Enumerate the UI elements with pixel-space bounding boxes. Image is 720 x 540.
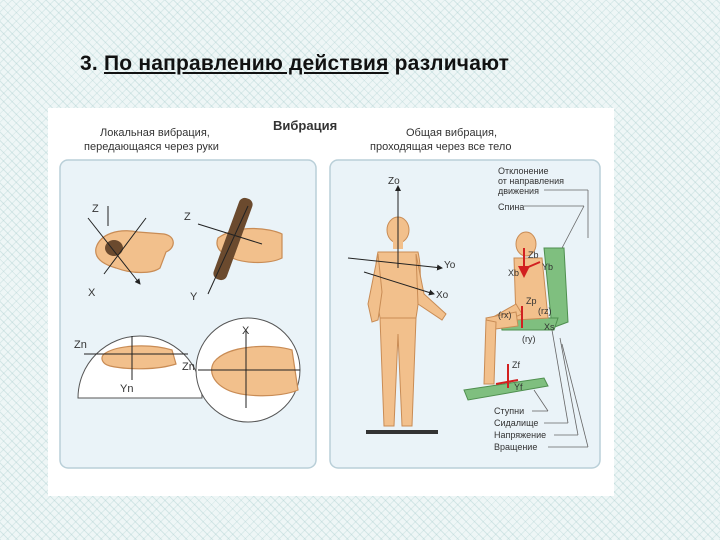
rot-rz: (rz) — [538, 306, 552, 316]
axis-yo: Yo — [444, 260, 456, 271]
axis-yf: Yf — [514, 382, 523, 392]
slide-number: 3. — [80, 52, 98, 75]
left-caption-2: передающаяся через руки — [84, 141, 219, 153]
figure-header: Вибрация — [273, 118, 337, 133]
callout-feet: Ступни — [494, 406, 524, 416]
axis-zp: Zp — [526, 296, 537, 306]
axis-zb: Zb — [528, 250, 539, 260]
axis-zf: Zf — [512, 360, 520, 370]
vibration-figure: Вибрация Локальная вибрация, передающаяс… — [48, 108, 614, 496]
hand-palm-circle-illustration — [195, 317, 301, 423]
title-rest: различают — [394, 52, 510, 75]
left-panel: Локальная вибрация, передающаяся через р… — [59, 127, 317, 469]
right-caption-1: Общая вибрация, — [406, 127, 497, 139]
axis-xo: Xo — [436, 290, 449, 301]
callout-rotation: Вращение — [494, 442, 537, 452]
hand-grip-illustration — [87, 206, 174, 285]
callout-deviation-1: Отклонение — [498, 166, 549, 176]
left-caption-1: Локальная вибрация, — [100, 127, 210, 139]
seated-person-illustration — [463, 231, 569, 401]
axis-y-2: Y — [190, 291, 198, 303]
title-underlined: По направлению действия — [103, 52, 389, 75]
axis-yb: Yb — [542, 262, 553, 272]
axis-xb: Xb — [508, 268, 519, 278]
callout-deviation-3: движения — [498, 186, 539, 196]
rot-ry: (ry) — [522, 334, 536, 344]
callout-tension: Напряжение — [494, 430, 546, 440]
axis-x-1: X — [88, 287, 96, 299]
right-panel: Общая вибрация, проходящая через все тел… — [329, 127, 601, 469]
axis-yn-3: Yn — [120, 383, 133, 395]
right-caption-2: проходящая через все тело — [370, 141, 512, 153]
callout-back: Спина — [498, 202, 524, 212]
rot-rx: (rx) — [498, 310, 512, 320]
axis-zo: Zo — [388, 176, 400, 187]
callout-deviation-2: от направления — [498, 176, 564, 186]
axis-z-1: Z — [92, 203, 99, 215]
hand-tool-illustration — [197, 197, 283, 295]
standing-person-illustration — [347, 185, 447, 434]
axis-zn-4: Zn — [182, 361, 195, 373]
slide-title: 3. По направлению действия различают — [80, 52, 700, 76]
hand-palm-dome-illustration — [77, 335, 203, 399]
axis-xs: Xs — [544, 322, 555, 332]
axis-zn-3: Zn — [74, 339, 87, 351]
axis-x-4: X — [242, 325, 250, 337]
callout-seat: Сидалище — [494, 418, 538, 428]
axis-z-2: Z — [184, 211, 191, 223]
